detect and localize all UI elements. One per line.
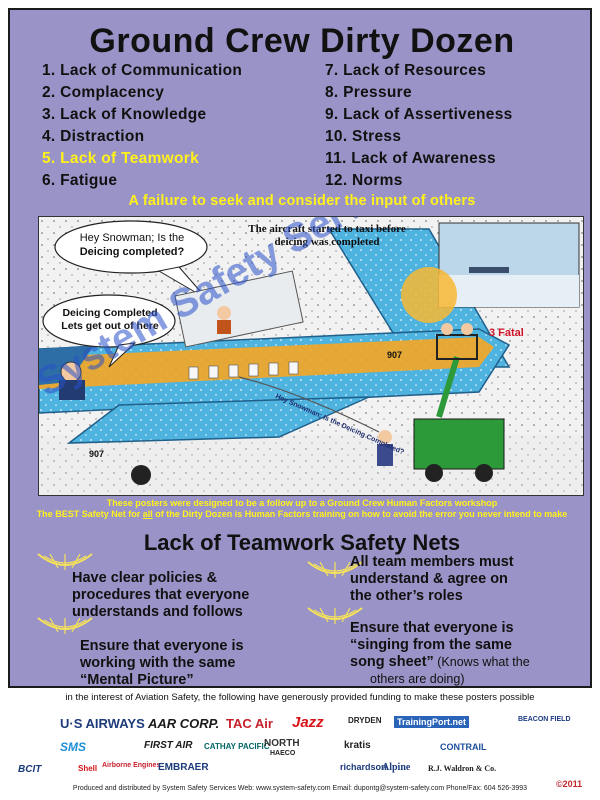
funding-line: in the interest of Aviation Safety, the …	[65, 692, 535, 703]
dozen-item-1: 1. Lack of Communication	[42, 62, 243, 79]
nose-wheel	[131, 465, 151, 485]
safety-net-4-line-4: others are doing)	[370, 672, 465, 686]
logo-haeco: HAECO	[270, 750, 296, 757]
logo-rj-waldron: R.J. Waldron & Co.	[428, 764, 497, 773]
logo-cathay-pacific: CATHAY PACIFIC	[204, 742, 270, 751]
safety-net-1-line-2: procedures that everyone	[72, 587, 250, 603]
logo-richardson: richardson	[340, 762, 387, 772]
speech-bubble-question	[54, 220, 208, 274]
net-icon	[307, 607, 363, 624]
safety-net-1-line-1: Have clear policies &	[72, 570, 218, 586]
deicing-truck	[413, 418, 505, 470]
logo-jazz: Jazz	[292, 714, 324, 731]
dozen-item-4: 4. Distraction	[42, 128, 145, 145]
poster-title: Ground Crew Dirty Dozen	[89, 22, 515, 60]
sun-shape	[401, 267, 457, 323]
logo-sms: SMS	[60, 740, 87, 754]
dozen-item-8: 8. Pressure	[325, 84, 412, 101]
illustration-svg	[39, 217, 583, 495]
net-icon	[307, 561, 363, 578]
safety-net-3-line-1: All team members must	[350, 554, 514, 570]
logo-north: NORTH	[264, 738, 300, 749]
note-line-2-start: The BEST Safety Net for	[36, 509, 143, 519]
note-line-2-end: of the Dirty Dozen is Human Factors trai…	[152, 509, 568, 519]
safety-nets-title: Lack of Teamwork Safety Nets	[143, 530, 461, 555]
copyright: ©2011	[556, 779, 583, 789]
logo-first-air: FIRST AIR	[144, 740, 193, 751]
logo-kratis: kratis	[344, 740, 371, 751]
safety-net-4-line-3-bold: song sheet”	[350, 654, 434, 670]
logo-beacon-field: BEACON FIELD	[518, 716, 571, 723]
bubble-question-text: Hey Snowman; Is the Deicing completed?	[63, 231, 201, 259]
safety-net-2: Ensure that everyone is working with the…	[80, 638, 244, 689]
logo-shell: Shell	[78, 764, 98, 773]
safety-net-3-line-2: understand & agree on	[350, 571, 508, 587]
safety-net-4: Ensure that everyone is “singing from th…	[350, 620, 530, 688]
illustration-caption: The aircraft started to taxi before deic…	[248, 223, 406, 248]
poster-panel: Ground Crew Dirty Dozen 1. Lack of Commu…	[8, 8, 592, 688]
dozen-item-6: 6. Fatigue	[42, 172, 118, 189]
dozen-item-12: 12. Norms	[325, 172, 403, 189]
safety-net-4-line-1: Ensure that everyone is	[350, 620, 514, 636]
safety-net-4-line-3-normal: (Knows what the	[433, 655, 530, 669]
logo-contrail: CONTRAIL	[440, 742, 487, 752]
dozen-item-3: 3. Lack of Knowledge	[42, 106, 207, 123]
net-icon	[37, 553, 93, 570]
fatal-label: 3 Fatal	[489, 327, 524, 339]
bubble-question-bold: Deicing completed?	[79, 246, 185, 258]
headset-cable	[238, 376, 380, 433]
producer-line: Produced and distributed by System Safet…	[72, 785, 528, 792]
logo-aar: AAR CORP.	[148, 716, 220, 731]
safety-net-2-line-1: Ensure that everyone is	[80, 638, 244, 654]
logo-dryden: DRYDEN	[348, 716, 382, 725]
cockpit-window-view	[174, 270, 304, 348]
teamwork-definition: A failure to seek and consider the input…	[128, 193, 476, 209]
logo-airborne-engines: Airborne Engines	[102, 762, 161, 769]
safety-net-2-line-2: working with the same	[80, 655, 236, 671]
dozen-item-7: 7. Lack of Resources	[325, 62, 487, 79]
logo-trainingport: TrainingPort.net	[394, 716, 470, 728]
bubble-question-line: Hey Snowman; Is the	[79, 232, 185, 244]
safety-net-3: All team members must understand & agree…	[350, 554, 514, 605]
dozen-item-9: 9. Lack of Assertiveness	[325, 106, 513, 123]
dozen-item-2: 2. Complacency	[42, 84, 165, 101]
nose-number: 907	[89, 449, 105, 459]
dirty-dozen-list-right: 7. Lack of Resources 8. Pressure 9. Lack…	[325, 60, 513, 192]
dirty-dozen-list-left: 1. Lack of Communication 2. Complacency …	[42, 60, 242, 192]
safety-net-2-line-3: “Mental Picture”	[80, 672, 194, 688]
safety-net-4-line-3: song sheet” (Knows what the	[350, 654, 530, 671]
logo-us-airways: U·S AIRWAYS	[60, 716, 145, 731]
bubble-reply-text: Deicing Completed Lets get out of here	[61, 307, 159, 332]
net-icon	[37, 617, 93, 634]
safety-net-1: Have clear policies & procedures that ev…	[72, 570, 249, 621]
note-line-2-underlined: all	[142, 509, 153, 519]
deicing-bucket	[436, 334, 478, 360]
logo-tac-air: TAC Air	[226, 716, 273, 731]
logo-embraer: EMBRAER	[158, 762, 209, 773]
safety-net-1-line-3: understands and follows	[72, 604, 243, 620]
logo-alpine: Alpine	[382, 762, 411, 773]
tail-number: 907	[387, 350, 403, 360]
note-line-2: The BEST Safety Net for all of the Dirty…	[10, 509, 594, 520]
dozen-item-10: 10. Stress	[325, 128, 402, 145]
dozen-item-5-highlighted: 5. Lack of Teamwork	[42, 150, 200, 167]
deicing-illustration: The aircraft started to taxi before deic…	[38, 216, 584, 496]
speech-bubble-reply	[42, 294, 176, 348]
sponsor-logos: U·S AIRWAYS AAR CORP. TAC Air Jazz DRYDE…	[8, 706, 592, 782]
dozen-item-11: 11. Lack of Awareness	[325, 150, 496, 167]
safety-net-4-line-2: “singing from the same	[350, 637, 512, 653]
note-line-1: These posters were designed to be a foll…	[106, 498, 498, 508]
logo-bcit: BCIT	[18, 764, 42, 775]
safety-net-3-line-3: the other’s roles	[350, 588, 463, 604]
aircraft-wing	[66, 396, 370, 444]
workshop-notes: These posters were designed to be a foll…	[10, 498, 594, 520]
